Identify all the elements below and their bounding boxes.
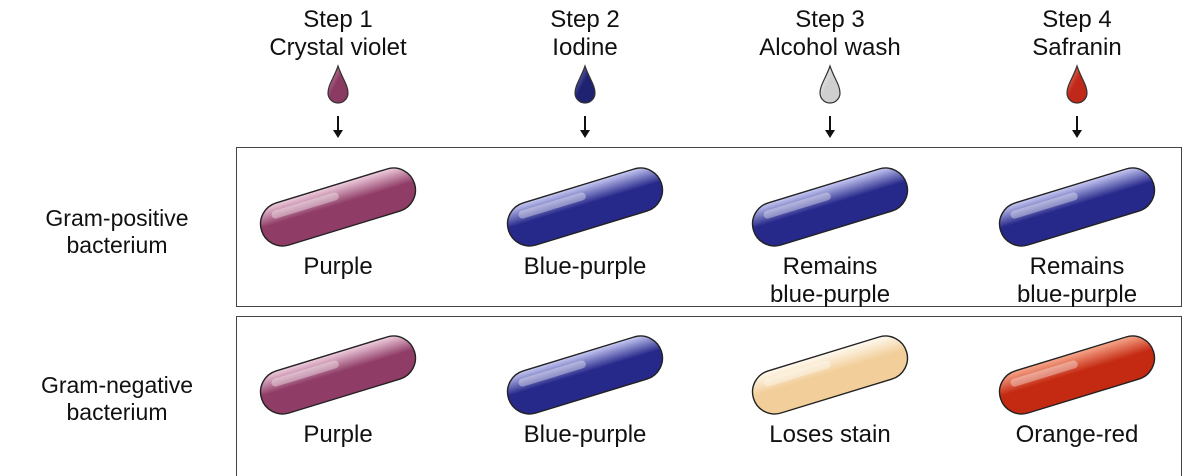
step-2-drop-icon	[575, 66, 595, 103]
step-1-drop-icon	[328, 66, 348, 103]
gram-negative-bacterium-step-1	[255, 331, 421, 420]
gram-positive-bacterium-step-4	[994, 163, 1160, 252]
gram-positive-bacterium-step-3	[747, 163, 913, 252]
step-3-arrow-icon	[825, 116, 835, 138]
gram-negative-bacterium-step-3	[747, 331, 913, 420]
step-4-arrow-icon	[1072, 116, 1082, 138]
step-4-drop-icon	[1067, 66, 1087, 103]
step-2-arrow-icon	[580, 116, 590, 138]
gram-negative-bacterium-step-2	[502, 331, 668, 420]
gram-positive-bacterium-step-2	[502, 163, 668, 252]
gram-negative-bacterium-step-4	[994, 331, 1160, 420]
gram-positive-bacterium-step-1	[255, 163, 421, 252]
step-3-drop-icon	[820, 66, 840, 103]
step-1-arrow-icon	[333, 116, 343, 138]
